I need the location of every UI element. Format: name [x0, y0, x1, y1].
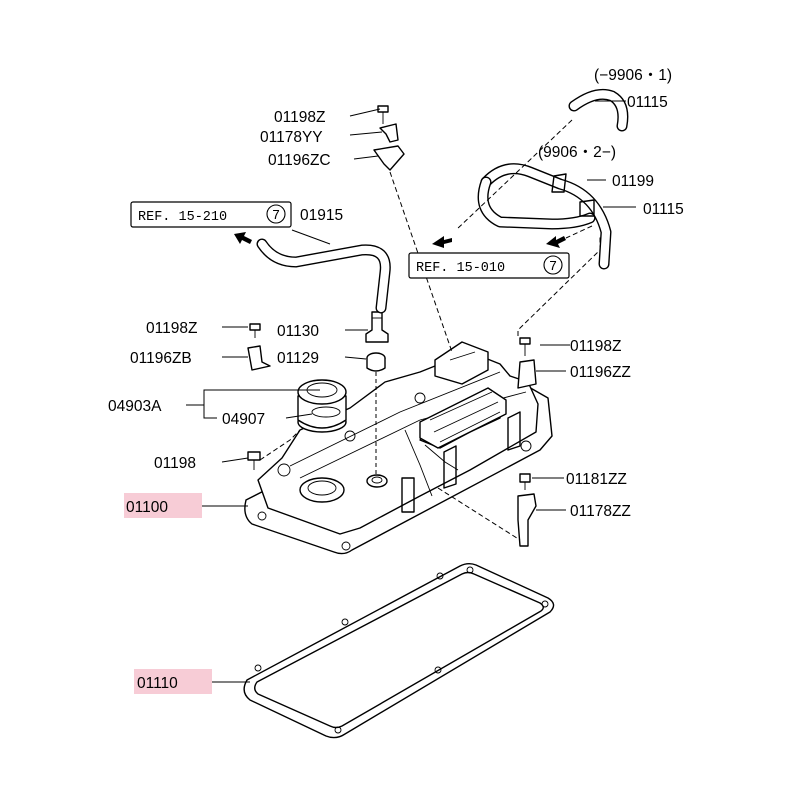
- label-01915: 01915: [300, 207, 343, 224]
- label-01196zz: 01196ZZ: [570, 364, 631, 381]
- label-01178yy: 01178YY: [260, 129, 323, 146]
- rocker-cover: [244, 341, 553, 555]
- ref-box-left: REF. 15-210 7: [130, 201, 292, 228]
- bracket-01196zc: [373, 145, 405, 171]
- label-01196zc: 01196ZC: [268, 152, 331, 169]
- hose-01115-upper: [568, 88, 629, 132]
- label-01199: 01199: [612, 173, 654, 190]
- bolt-01198z-top: [377, 105, 389, 124]
- oil-filler-cap: [297, 379, 347, 433]
- bolt-01181zz: [519, 473, 531, 490]
- hose-01915: [256, 238, 391, 314]
- ref-box-right: REF. 15-010 7: [408, 252, 570, 279]
- highlight-01110: [134, 669, 212, 694]
- pcv-valve: [365, 311, 389, 343]
- label-01129: 01129: [277, 350, 319, 367]
- bracket-01178zz: [517, 493, 537, 547]
- bracket-01178yy: [379, 123, 399, 143]
- label-01196zb: 01196ZB: [130, 350, 192, 367]
- rocker-cover-gasket: [243, 563, 555, 739]
- label-01130: 01130: [277, 323, 319, 340]
- label-04907: 04907: [222, 411, 265, 428]
- bolt-01198z-left: [249, 323, 261, 338]
- label-01181zz: 01181ZZ: [566, 471, 627, 488]
- hose-clamp-01199: [551, 173, 595, 217]
- bolt-01198: [247, 451, 261, 470]
- filler-cap-gasket: [311, 406, 341, 418]
- arrow-ref-right-a: [432, 236, 452, 248]
- label-01198z-top: 01198Z: [274, 109, 325, 126]
- ref-left-text: REF. 15-210: [138, 210, 227, 225]
- label-01198z-left: 01198Z: [146, 320, 197, 337]
- bolt-01198z-right: [519, 337, 531, 356]
- label-01198z-right: 01198Z: [570, 338, 621, 355]
- label-01198: 01198: [154, 455, 196, 472]
- label-01115-top: 01115: [627, 94, 668, 111]
- label-04903a: 04903A: [108, 398, 162, 415]
- arrow-ref-right-b: [546, 236, 566, 248]
- date-code-middle: (9906・2−): [538, 144, 616, 161]
- label-01115-lower: 01115: [643, 201, 684, 218]
- highlight-01100: [124, 493, 202, 518]
- bracket-01196zz: [517, 359, 537, 389]
- label-01178zz: 01178ZZ: [570, 503, 631, 520]
- pcv-grommet: [366, 352, 386, 372]
- ref-left-number: 7: [272, 209, 280, 224]
- ref-right-number: 7: [549, 260, 557, 275]
- date-code-top: (−9906・1): [594, 67, 672, 84]
- bracket-01196zb: [247, 345, 271, 371]
- ref-right-text: REF. 15-010: [416, 261, 505, 276]
- arrow-ref-left: [234, 232, 252, 244]
- hose-01115-lower: [477, 163, 612, 270]
- label-01110: 01110: [137, 675, 178, 692]
- label-01100: 01100: [126, 499, 168, 516]
